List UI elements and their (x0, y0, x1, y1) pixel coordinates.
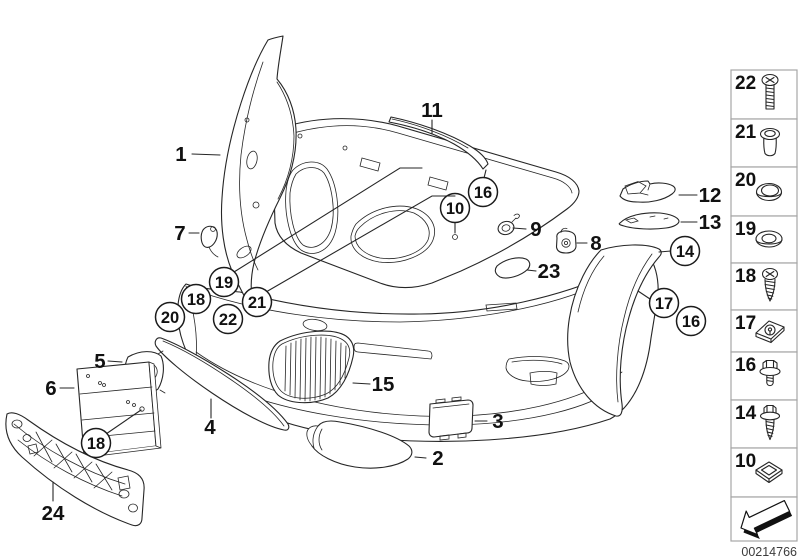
svg-text:16: 16 (735, 355, 756, 376)
callout-12[interactable]: 12 (678, 184, 722, 207)
svg-text:19: 19 (735, 219, 756, 240)
legend-item-22: 22 (730, 69, 798, 120)
callout-3[interactable]: 3 (474, 410, 504, 433)
callout-5[interactable]: 5 (94, 350, 123, 373)
svg-text:7: 7 (174, 222, 185, 245)
legend-item-20: 20 (730, 166, 798, 217)
svg-text:16: 16 (474, 184, 492, 202)
callout-circle-22[interactable]: 22 (212, 303, 244, 335)
svg-text:14: 14 (735, 403, 757, 424)
svg-text:13: 13 (699, 211, 722, 234)
svg-text:18: 18 (187, 291, 205, 309)
legend-sidebar: 22 21 20 (730, 69, 798, 542)
callout-9[interactable]: 9 (512, 218, 542, 241)
washer-icon (755, 230, 783, 248)
callout-circle-19[interactable]: 19 (208, 167, 423, 298)
callout-circle-18-mid[interactable]: 18 (180, 283, 212, 315)
callout-circle-20[interactable]: 20 (154, 301, 186, 333)
hex-screw-washer-icon (759, 404, 781, 441)
svg-text:11: 11 (421, 99, 443, 122)
legend-item-10: 10 (730, 447, 798, 498)
callout-circle-10[interactable]: 10 (439, 192, 471, 234)
callouts-circled: 16 10 14 17 16 19 18 (80, 167, 707, 459)
callout-circle-17[interactable]: 17 (637, 287, 680, 319)
legend-item-18: 18 (730, 262, 798, 311)
cap-nut-icon (755, 182, 783, 202)
callouts-plain: 1 7 11 9 8 12 13 23 (42, 99, 722, 525)
callout-2[interactable]: 2 (414, 447, 444, 470)
legend-item-21: 21 (730, 118, 798, 168)
part-guide-bracket (619, 180, 676, 203)
machine-screw-icon (761, 73, 779, 110)
part-grille-lower-center (154, 337, 290, 431)
svg-text:15: 15 (372, 373, 395, 396)
part-support-strip (618, 212, 680, 230)
callout-11[interactable]: 11 (421, 99, 443, 135)
svg-text:10: 10 (735, 451, 756, 472)
part-mounting-bracket (428, 396, 474, 441)
callout-7[interactable]: 7 (174, 222, 200, 245)
callout-13[interactable]: 13 (680, 211, 722, 234)
speed-nut-icon (755, 320, 785, 344)
svg-text:17: 17 (735, 313, 756, 334)
svg-text:3: 3 (492, 410, 503, 433)
sleeve-nut-icon (759, 127, 781, 157)
image-number: 00214766 (741, 545, 797, 559)
callout-6[interactable]: 6 (45, 377, 75, 400)
svg-text:9: 9 (530, 218, 541, 241)
svg-text:10: 10 (446, 200, 464, 218)
direction-arrow-icon (740, 500, 793, 539)
svg-text:23: 23 (538, 260, 561, 283)
svg-text:2: 2 (432, 447, 443, 470)
legend-item-19: 19 (730, 215, 798, 264)
svg-text:5: 5 (94, 350, 105, 373)
svg-text:8: 8 (590, 232, 601, 255)
callout-24[interactable]: 24 (42, 481, 65, 525)
part-rivet (497, 213, 520, 236)
tapping-screw-icon (761, 267, 779, 302)
svg-text:14: 14 (676, 243, 695, 261)
expansion-nut-icon (755, 461, 783, 484)
legend-item-17: 17 (730, 309, 798, 353)
part-kidney-grille (268, 330, 355, 404)
svg-text:22: 22 (735, 73, 756, 94)
svg-text:22: 22 (219, 311, 237, 329)
svg-text:24: 24 (42, 502, 65, 525)
part-lattice-support (5, 412, 145, 527)
svg-text:6: 6 (45, 377, 56, 400)
svg-text:4: 4 (204, 416, 216, 439)
svg-text:16: 16 (682, 313, 700, 331)
svg-text:20: 20 (735, 170, 756, 191)
part-grille-lower-side (306, 420, 413, 469)
part-kidney-frame-panel (272, 118, 580, 289)
callout-circle-16-right[interactable]: 16 (675, 305, 707, 337)
callout-circle-18-bottom[interactable]: 18 (80, 409, 142, 459)
callout-8[interactable]: 8 (576, 232, 602, 255)
callout-4[interactable]: 4 (204, 398, 216, 439)
legend-item-16: 16 (730, 351, 798, 401)
svg-text:19: 19 (215, 274, 233, 292)
callout-15[interactable]: 15 (352, 373, 395, 396)
legend-item-arrow (730, 496, 798, 542)
part-trim-strip (388, 116, 489, 170)
svg-text:18: 18 (735, 266, 756, 287)
svg-text:1: 1 (175, 143, 186, 166)
part-clip (555, 227, 577, 254)
callout-circle-16-top[interactable]: 16 (467, 169, 499, 208)
svg-text:12: 12 (699, 184, 722, 207)
svg-text:21: 21 (735, 122, 757, 143)
hex-bolt-washer-icon (759, 359, 781, 387)
svg-text:20: 20 (161, 309, 179, 327)
part-adhesive-pad (494, 257, 531, 279)
svg-text:17: 17 (655, 295, 673, 313)
svg-text:21: 21 (248, 294, 266, 312)
callout-1[interactable]: 1 (175, 143, 221, 166)
callout-23[interactable]: 23 (526, 260, 561, 283)
callout-circle-14[interactable]: 14 (658, 235, 701, 267)
svg-text:18: 18 (87, 435, 105, 453)
part-towing-eye-cover (200, 225, 219, 258)
legend-item-14: 14 (730, 399, 798, 449)
callout-circle-21[interactable]: 21 (241, 195, 456, 318)
